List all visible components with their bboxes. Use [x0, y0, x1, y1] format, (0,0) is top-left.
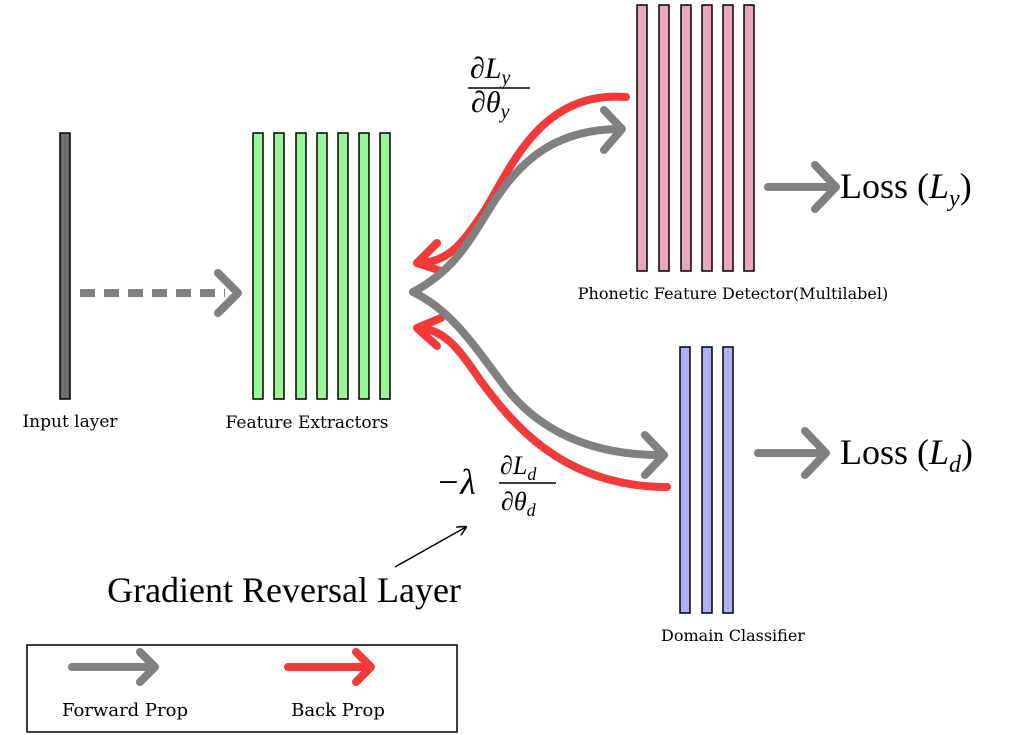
back-arrowhead-upper [413, 239, 445, 275]
domain-classifier-label: Domain Classifier [661, 626, 805, 645]
domain-gradient-fraction: −λ ∂Ld ∂θd [436, 451, 556, 520]
domain-classifier-layer: Domain Classifier [661, 346, 805, 645]
input-layer-label: Input layer [22, 412, 118, 432]
loss-d-arrow [754, 427, 830, 479]
input-forward-arrow [80, 269, 242, 317]
gradient-reversal-pointer [394, 527, 466, 568]
loss-y-arrow [764, 161, 840, 213]
feature-extractor-bar [295, 132, 307, 400]
phonetic-detector-bar [658, 4, 670, 272]
legend-box [26, 644, 458, 733]
forward-to-phonetic [409, 125, 622, 296]
back-arrowhead-lower [413, 314, 445, 350]
forward-to-domain [409, 288, 664, 459]
legend-forward-label: Forward Prop [62, 700, 188, 721]
legend-forward-arrow [68, 648, 159, 686]
feature-extractor-bar [273, 132, 285, 400]
feature-extractor-layer: Feature Extractors [226, 132, 391, 433]
loss-y-label: Loss (Ly) [840, 166, 972, 212]
gradient-reversal-label: Gradient Reversal Layer [107, 570, 461, 610]
legend: Forward Prop Back Prop [26, 644, 458, 733]
feature-extractor-bar [252, 132, 264, 400]
forward-arrowhead-upper [600, 106, 626, 154]
feature-extractor-bar [337, 132, 349, 400]
forward-arrowhead-lower [641, 431, 668, 479]
input-layer-bar [59, 132, 71, 400]
feature-extractor-label: Feature Extractors [226, 413, 389, 433]
loss-d-label: Loss (Ld) [840, 432, 973, 478]
domain-gradient-numerator: ∂Ld [500, 451, 537, 484]
back-prop-to-feature-from-domain [416, 324, 671, 491]
phonetic-detector-bar [701, 4, 713, 272]
feature-extractor-bar [316, 132, 328, 400]
input-layer: Input layer [22, 132, 118, 432]
domain-classifier-bar [722, 346, 734, 614]
feature-extractor-bar [379, 132, 391, 400]
feature-extractor-bar [358, 132, 370, 400]
phonetic-detector-bar [743, 4, 755, 272]
phonetic-detector-layer: Phonetic Feature Detector(Multilabel) [578, 4, 888, 303]
phonetic-detector-bar [680, 4, 692, 272]
phonetic-detector-label: Phonetic Feature Detector(Multilabel) [578, 284, 888, 303]
phonetic-detector-bar [722, 4, 734, 272]
legend-back-label: Back Prop [291, 700, 385, 721]
forward-prop-paths [409, 106, 668, 479]
domain-classifier-bar [701, 346, 713, 614]
back-prop-to-feature-from-phonetic [416, 92, 630, 267]
domain-gradient-denominator: ∂θd [501, 487, 537, 520]
domain-classifier-bar [679, 346, 691, 614]
label-gradient-fraction: ∂Ly ∂θy [468, 52, 530, 123]
phonetic-detector-bar [636, 4, 648, 272]
domain-gradient-prefix: −λ [436, 462, 476, 502]
label-gradient-denominator: ∂θy [471, 86, 510, 123]
label-gradient-numerator: ∂Ly [470, 52, 511, 89]
legend-back-arrow [284, 648, 375, 686]
